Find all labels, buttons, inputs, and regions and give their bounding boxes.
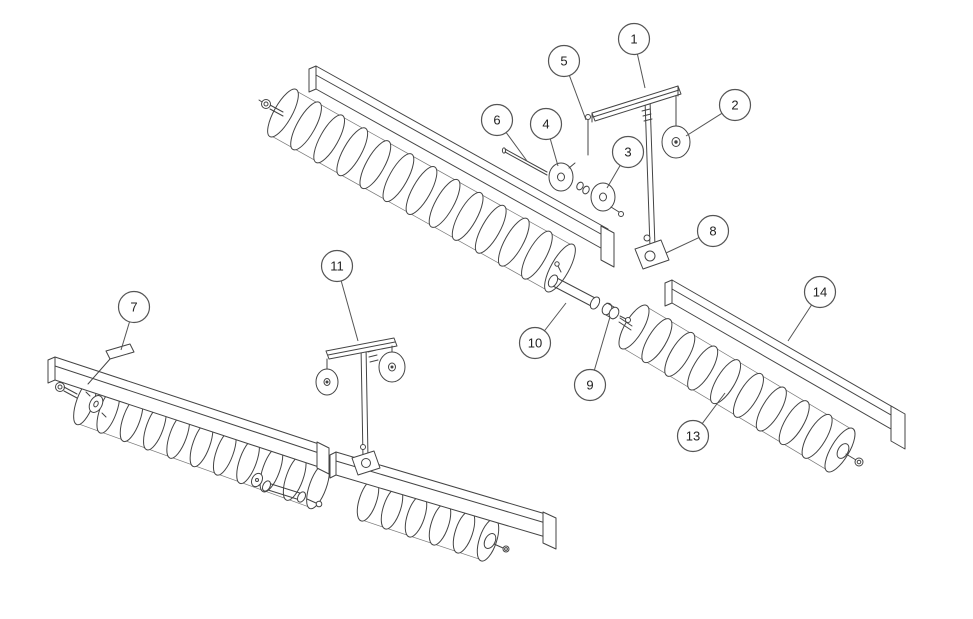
- callout-11: 11: [320, 249, 359, 342]
- lower-coupling-parts: [250, 472, 323, 508]
- right-beam: [664, 279, 906, 450]
- callout-6: 6: [480, 103, 528, 162]
- lower-hanger-assembly: [315, 337, 406, 476]
- lower-right-end-hardware: [483, 533, 510, 553]
- callout-layer: 1 2 3 4 5 6 7 8 9 10 11 13 14: [117, 22, 837, 453]
- callout-number: 7: [130, 300, 137, 315]
- upper-auger-flighting: [267, 88, 576, 293]
- coupling-shaft: [547, 261, 601, 310]
- callout-5: 5: [547, 44, 587, 121]
- callout-number: 11: [330, 259, 344, 274]
- upper-beam: [308, 65, 615, 268]
- callout-number: 13: [686, 429, 700, 444]
- callout-number: 3: [624, 145, 631, 160]
- callout-7: 7: [117, 290, 151, 351]
- coupler-sleeve: [601, 302, 631, 323]
- callout-3: 3: [606, 135, 645, 189]
- callout-2: 2: [685, 88, 752, 137]
- callout-number: 1: [630, 32, 637, 47]
- callout-number: 8: [709, 224, 716, 239]
- callout-9: 9: [573, 316, 611, 402]
- lower-beam-right: [329, 451, 557, 550]
- callout-10: 10: [518, 302, 567, 360]
- callout-1: 1: [617, 22, 651, 89]
- callout-number: 9: [586, 378, 593, 393]
- callout-14: 14: [787, 275, 837, 342]
- callout-number: 6: [493, 113, 500, 128]
- callout-4: 4: [529, 107, 563, 167]
- callout-number: 10: [528, 336, 542, 351]
- hanger-rod: [501, 147, 548, 176]
- callout-number: 5: [560, 54, 567, 69]
- upper-auger-shaft-stub: [258, 99, 284, 117]
- callout-13: 13: [676, 392, 726, 453]
- upper-hanger-assembly: [548, 85, 691, 270]
- right-auger-end-hardware: [618, 317, 864, 467]
- lower-beam-left: [47, 356, 330, 475]
- callout-number: 2: [731, 98, 738, 113]
- lower-left-end-hardware: [55, 382, 107, 418]
- callout-8: 8: [665, 214, 730, 254]
- callout-number: 4: [542, 117, 549, 132]
- callout-number: 14: [813, 285, 827, 300]
